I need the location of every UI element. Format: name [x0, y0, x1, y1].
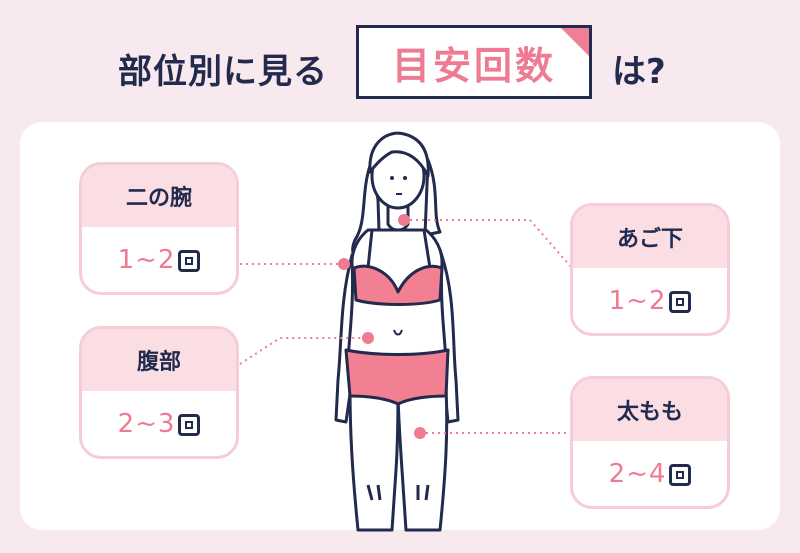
- title-highlight-box: 目安回数: [356, 25, 592, 99]
- kai-counter-icon: [669, 290, 692, 313]
- card-thigh: 太もも 2~4: [570, 376, 730, 509]
- title-prefix: 部位別に見る: [118, 52, 328, 92]
- card-count: 2~4: [573, 441, 727, 506]
- count-value: 1~2: [117, 244, 176, 275]
- title-row: 部位別に見る 目安回数 は?: [0, 0, 800, 120]
- card-chin: あご下 1~2: [570, 203, 730, 336]
- card-label: 二の腕: [82, 165, 236, 227]
- card-label: あご下: [573, 206, 727, 268]
- connector-lines: [239, 219, 573, 434]
- target-dots: [338, 214, 426, 439]
- corner-triangle-icon: [560, 28, 589, 57]
- card-label: 腹部: [82, 329, 236, 391]
- card-count: 1~2: [573, 268, 727, 333]
- card-count: 1~2: [82, 227, 236, 292]
- card-belly: 腹部 2~3: [79, 326, 239, 459]
- kai-counter-icon: [178, 413, 201, 436]
- count-value: 2~4: [608, 458, 667, 489]
- count-value: 1~2: [608, 285, 667, 316]
- title-suffix: は?: [612, 52, 666, 92]
- card-label: 太もも: [573, 379, 727, 441]
- card-upper-arm: 二の腕 1~2: [79, 162, 239, 295]
- kai-counter-icon: [178, 249, 201, 272]
- card-count: 2~3: [82, 391, 236, 456]
- kai-counter-icon: [669, 463, 692, 486]
- count-value: 2~3: [117, 408, 176, 439]
- title-highlight-text: 目安回数: [391, 43, 556, 88]
